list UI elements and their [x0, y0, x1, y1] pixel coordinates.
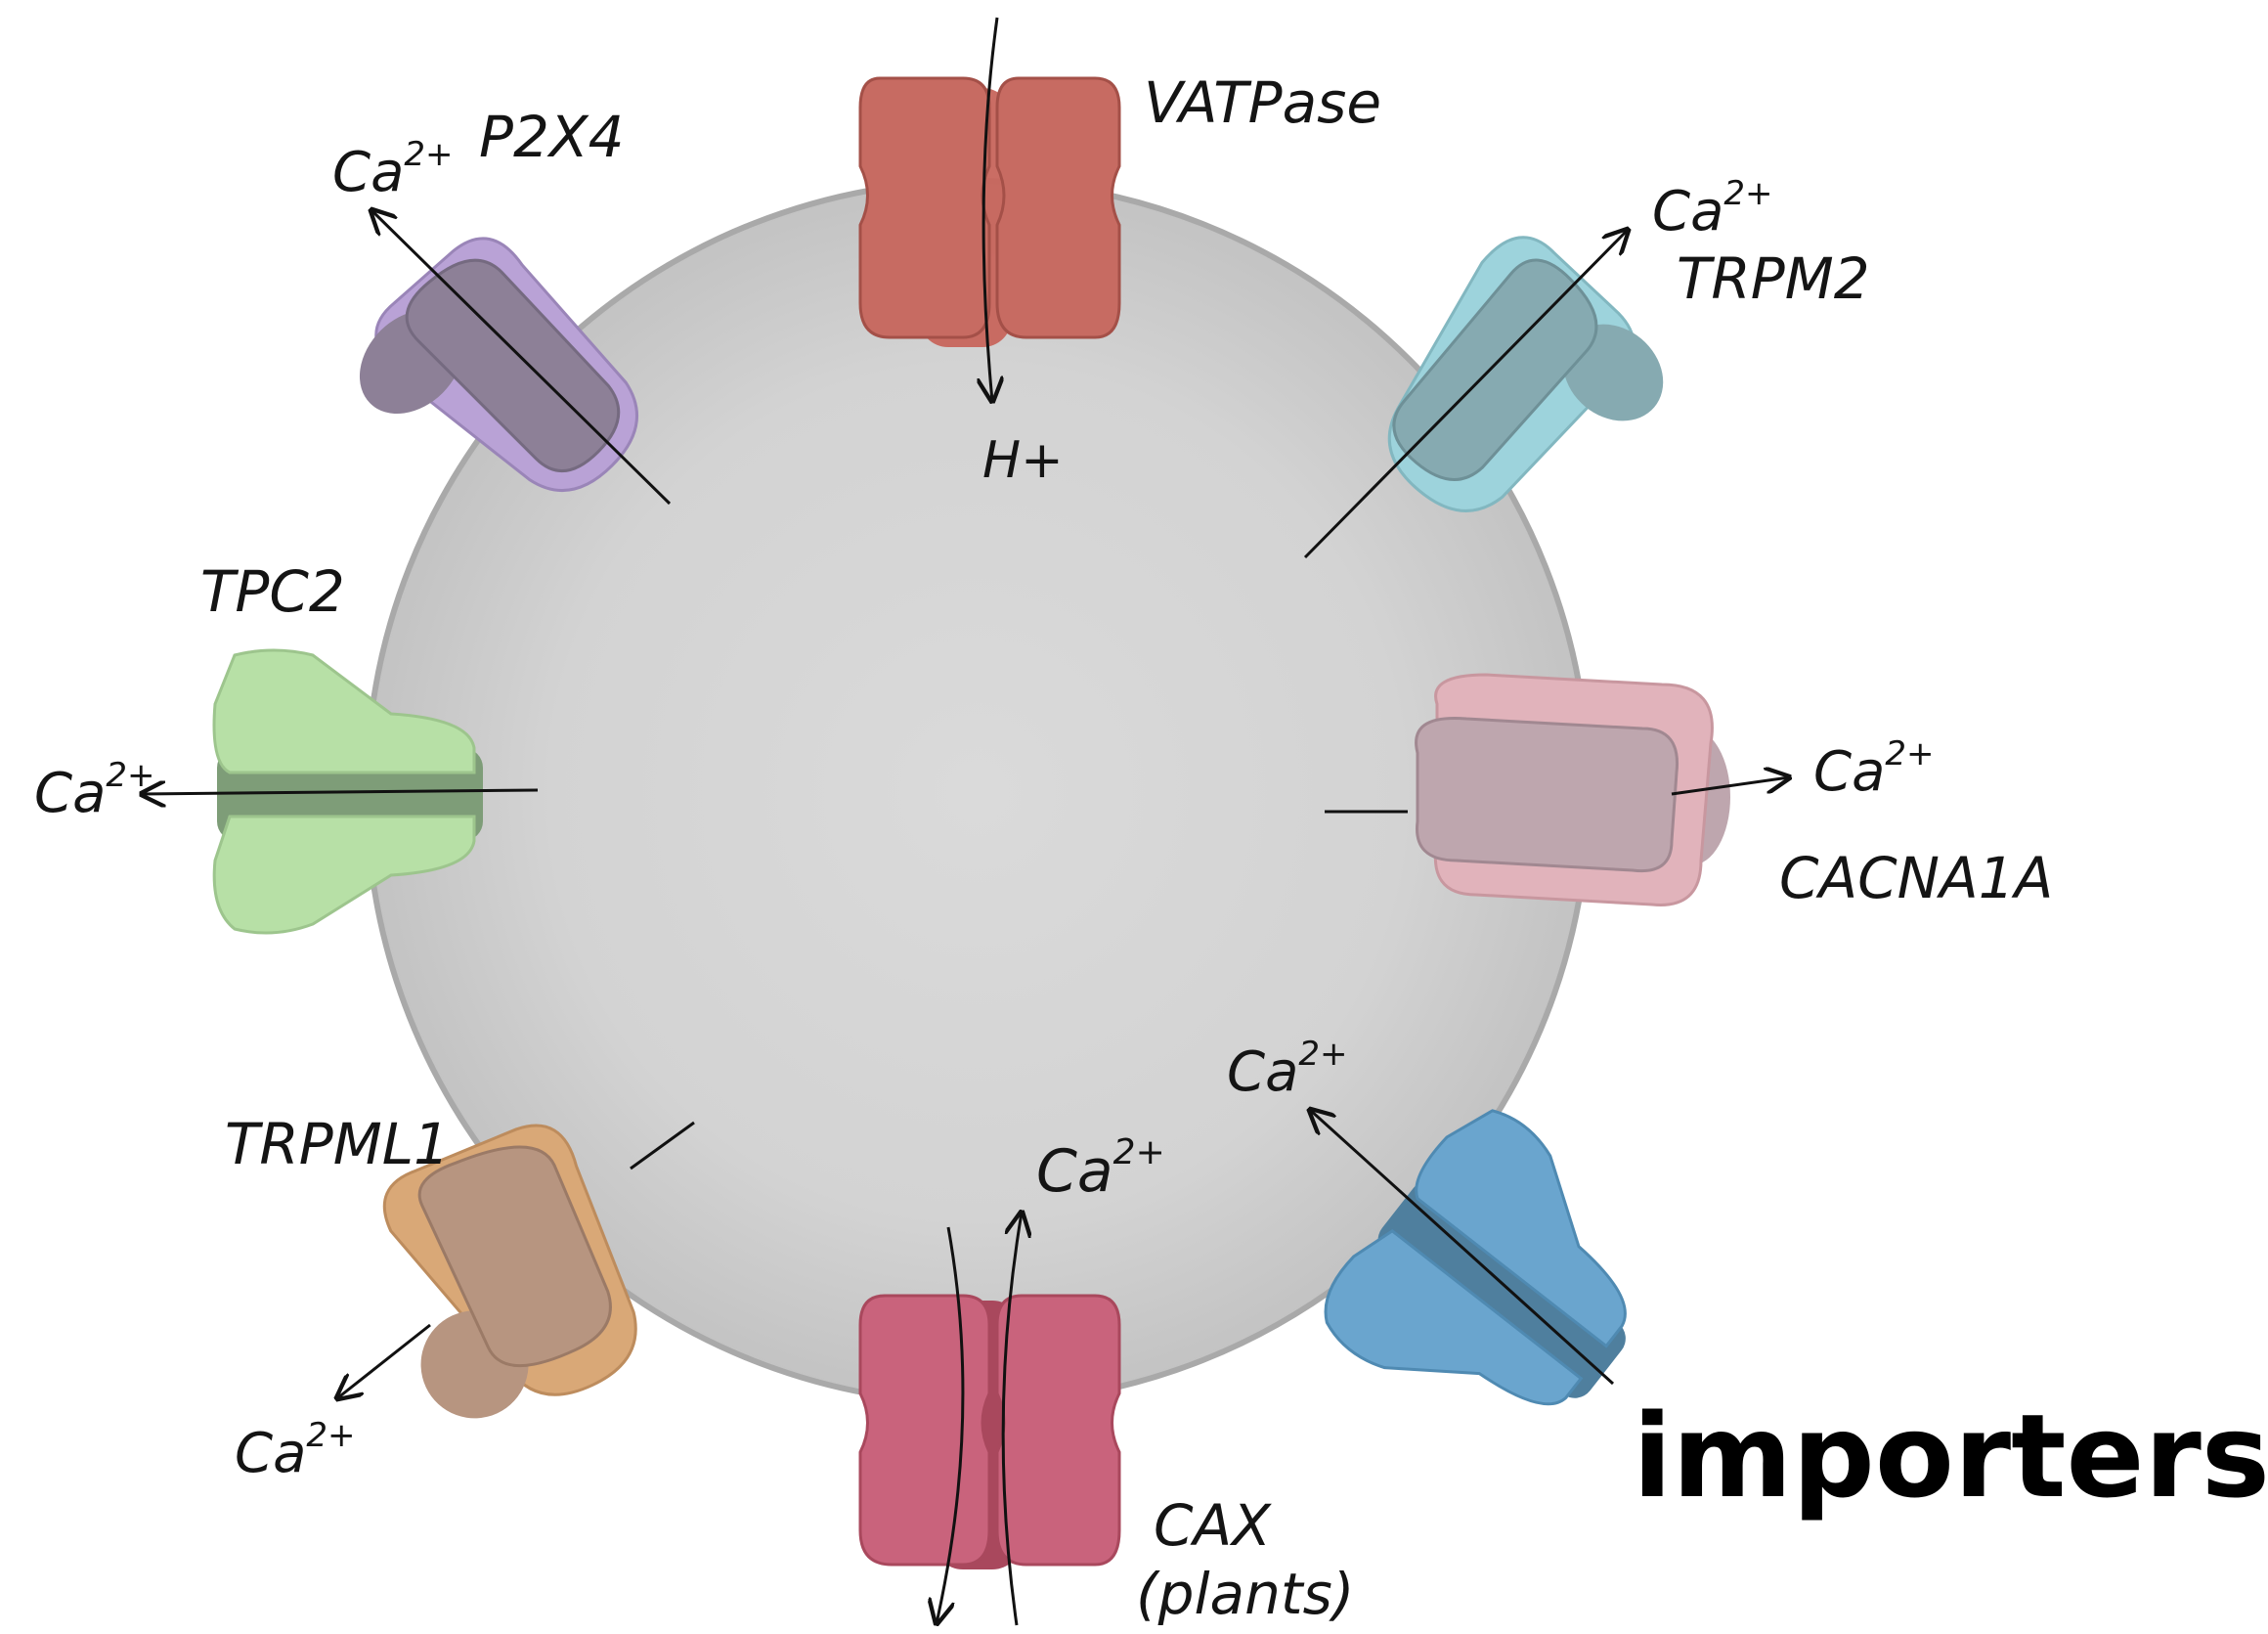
vatpase-channel — [860, 78, 1119, 347]
vatpase-label: VATPase — [1144, 69, 1381, 136]
cax-label-line1: CAX — [1154, 1492, 1272, 1559]
p2x4-ion-label: Ca2+ — [332, 135, 454, 204]
tpc2-ion-label: Ca2+ — [34, 756, 155, 825]
h-plus-label: H+ — [982, 431, 1064, 490]
trpm2-label: TRPM2 — [1677, 245, 1870, 312]
importers-question-label: importers? — [1633, 1389, 2268, 1524]
trpm2-ion-label: Ca2+ — [1652, 174, 1773, 243]
cacna1a-ion-label: Ca2+ — [1813, 734, 1935, 804]
cax-label-line2: (plants) — [1136, 1561, 1354, 1627]
cacna1a-label: CACNA1A — [1779, 845, 2053, 911]
cacna1a-channel — [1417, 675, 1730, 905]
p2x4-label: P2X4 — [479, 104, 625, 170]
cax-channel — [860, 1296, 1119, 1569]
tpc2-label: TPC2 — [200, 558, 345, 625]
trpml1-ion-label: Ca2+ — [235, 1416, 356, 1485]
trpml1-label: TRPML1 — [225, 1111, 450, 1177]
